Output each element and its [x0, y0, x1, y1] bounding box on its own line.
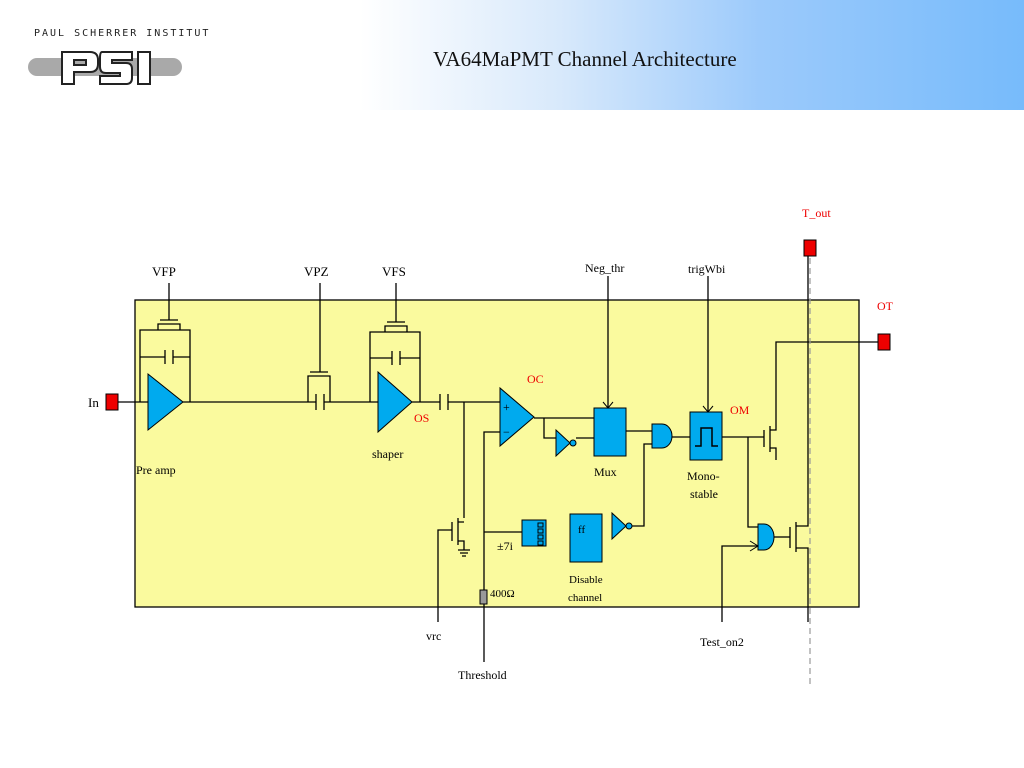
label-in: In [88, 395, 99, 410]
label-vfp: VFP [152, 264, 176, 279]
logo-letter-i [137, 51, 151, 85]
inverter-1 [555, 428, 571, 458]
label-stable: stable [690, 487, 718, 501]
label-preamp: Pre amp [136, 463, 176, 477]
ground-vrc [458, 549, 470, 557]
fet-vrc [437, 518, 465, 622]
chip-boundary [134, 299, 860, 608]
institute-name: PAUL SCHERRER INSTITUT [34, 28, 211, 39]
label-vrc: vrc [426, 629, 441, 643]
wire-inv1 [543, 418, 556, 439]
resistor-400 [479, 589, 488, 605]
label-threshold: Threshold [458, 668, 507, 682]
label-mono: Mono- [687, 469, 720, 483]
logo-letter-p [61, 51, 99, 85]
shaper-triangle [377, 370, 413, 434]
pin-tout [803, 239, 817, 257]
wire-ff-to-and [632, 443, 652, 527]
inverter-1-bubble [569, 439, 577, 447]
pin-ot [877, 333, 891, 351]
monostable-block [689, 411, 723, 461]
label-vfs: VFS [382, 264, 406, 279]
label-om: OM [730, 403, 750, 417]
label-trigwbi: trigWbi [688, 262, 726, 276]
dac-bit-3 [537, 534, 544, 540]
and-gate-1 [651, 423, 673, 449]
fet-ot [763, 341, 884, 460]
label-channel: channel [568, 592, 602, 604]
mux-block [593, 407, 627, 457]
ff-block [569, 513, 603, 563]
label-t-out: T_out [802, 206, 831, 220]
label-neg-thr: Neg_thr [585, 261, 624, 275]
arrow-trigwbi-icon [702, 405, 714, 413]
and-gate-2 [757, 523, 775, 551]
arrow-test-on2-icon [749, 540, 759, 552]
wire-om-down [747, 437, 758, 528]
label-plus: + [503, 400, 510, 414]
label-mux: Mux [594, 465, 617, 479]
label-ff: ff [578, 524, 585, 536]
logo-letter-s [99, 51, 133, 85]
header-banner: PAUL SCHERRER INSTITUT VA64MaPMT Channel… [0, 0, 1024, 110]
label-shaper: shaper [372, 447, 403, 461]
label-minus: − [503, 425, 510, 439]
wire-threshold [483, 431, 500, 662]
dac-bit-2 [537, 528, 544, 534]
label-resistor: 400Ω [490, 588, 515, 600]
label-vpz: VPZ [304, 264, 329, 279]
label-ot: OT [877, 299, 894, 313]
pin-in [105, 393, 119, 411]
label-test-on2: Test_on2 [700, 635, 744, 649]
preamp-triangle [147, 372, 184, 432]
inverter-2-bubble [625, 522, 633, 530]
monostable-pulse-icon [695, 427, 718, 447]
psi-logo [28, 51, 182, 85]
comparator-triangle [499, 386, 535, 448]
inverter-2 [611, 511, 627, 541]
fet-tout [789, 256, 809, 622]
dac-bit-1 [537, 522, 544, 528]
wire-shaper-feedback [369, 331, 421, 402]
slide-title: VA64MaPMT Channel Architecture [433, 47, 737, 71]
arrow-negthr-icon [602, 401, 614, 409]
label-disable: Disable [569, 574, 603, 586]
label-oc: OC [527, 372, 544, 386]
label-dac: ±7i [497, 539, 514, 553]
wire-preamp-feedback [139, 329, 191, 402]
fet-vpz [307, 371, 331, 402]
wire-test-on2 [721, 545, 758, 622]
dac-bit-4 [537, 540, 544, 546]
label-os: OS [414, 411, 429, 425]
